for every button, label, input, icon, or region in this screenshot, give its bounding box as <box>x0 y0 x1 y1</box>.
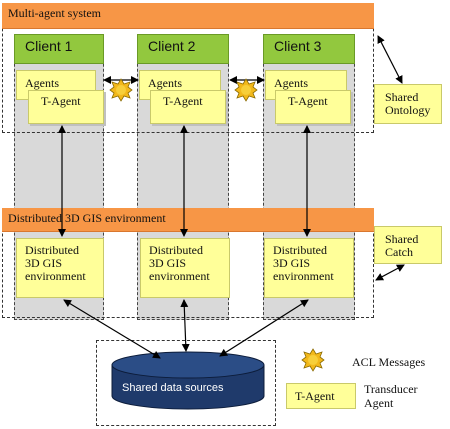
legend-transducer-line2: Agent <box>364 396 394 410</box>
client-3-label: Client 3 <box>274 38 322 54</box>
gis-environment-title: Distributed 3D GIS environment <box>2 208 374 232</box>
client-1-label: Client 1 <box>25 38 73 54</box>
shared-ontology-line1: Shared <box>385 90 419 104</box>
gis-env-title-text: Distributed 3D GIS environment <box>8 211 166 225</box>
gis-node-1-line2: 3D GIS <box>25 256 63 270</box>
gis-node-3-line1: Distributed <box>273 243 327 257</box>
gis-node-1-line3: environment <box>25 269 86 283</box>
legend-tagent-label: T-Agent <box>295 389 335 403</box>
client-1-header: Client 1 <box>14 34 104 64</box>
client-3-tagent-label: T-Agent <box>288 94 328 108</box>
gis-node-2-line3: environment <box>149 269 210 283</box>
shared-ontology-box: Shared Ontology <box>374 84 442 124</box>
client-2-agents-label: Agents <box>148 76 182 90</box>
gis-node-2: Distributed 3D GIS environment <box>140 238 230 298</box>
client-2-label: Client 2 <box>148 38 196 54</box>
client-2-tagent-box: T-Agent <box>150 90 226 124</box>
gis-node-3-line2: 3D GIS <box>273 256 311 270</box>
gis-node-1: Distributed 3D GIS environment <box>16 238 104 298</box>
legend-tagent-box: T-Agent <box>286 383 356 409</box>
client-1-agents-label: Agents <box>25 76 59 90</box>
legend-acl-icon <box>301 348 325 372</box>
arrow-mas-ontology <box>377 35 403 84</box>
client-3-header: Client 3 <box>263 34 355 64</box>
legend-acl-label: ACL Messages <box>352 355 426 369</box>
gis-node-3: Distributed 3D GIS environment <box>264 238 354 298</box>
shared-catch-box: Shared Catch <box>374 226 442 264</box>
legend-transducer-label: Transducer Agent <box>364 382 418 410</box>
shared-ontology-line2: Ontology <box>385 103 431 117</box>
client-1-tagent-label: T-Agent <box>41 94 81 108</box>
arrow-gis-catch <box>375 264 405 281</box>
gis-node-1-line1: Distributed <box>25 243 79 257</box>
gis-node-3-line3: environment <box>273 269 334 283</box>
legend-transducer-line1: Transducer <box>364 382 418 396</box>
shared-catch-line1: Shared <box>385 232 419 246</box>
gis-node-2-line1: Distributed <box>149 243 203 257</box>
client-3-tagent-box: T-Agent <box>275 90 351 124</box>
client-3-agents-label: Agents <box>274 76 308 90</box>
data-sources-region <box>96 340 276 426</box>
mas-title-text: Multi-agent system <box>8 6 101 20</box>
gis-node-2-line2: 3D GIS <box>149 256 187 270</box>
multi-agent-system-title: Multi-agent system <box>2 3 374 29</box>
client-2-header: Client 2 <box>137 34 229 64</box>
shared-catch-line2: Catch <box>385 245 413 259</box>
client-1-tagent-box: T-Agent <box>28 90 104 124</box>
client-2-tagent-label: T-Agent <box>163 94 203 108</box>
